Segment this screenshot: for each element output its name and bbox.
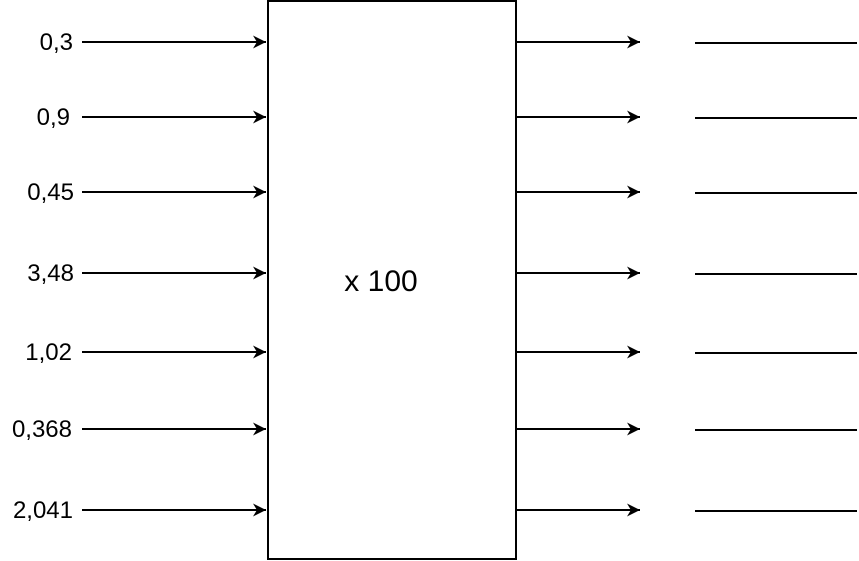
input-value-7: 2,041	[13, 497, 73, 524]
input-value-1: 0,3	[40, 29, 73, 56]
input-value-6: 0,368	[12, 416, 72, 443]
input-value-3: 0,45	[27, 179, 74, 206]
operation-box	[267, 0, 517, 560]
input-value-5: 1,02	[25, 339, 72, 366]
input-value-4: 3,48	[27, 260, 74, 287]
input-value-2: 0,9	[37, 104, 70, 131]
operation-label: x 100	[344, 265, 417, 298]
